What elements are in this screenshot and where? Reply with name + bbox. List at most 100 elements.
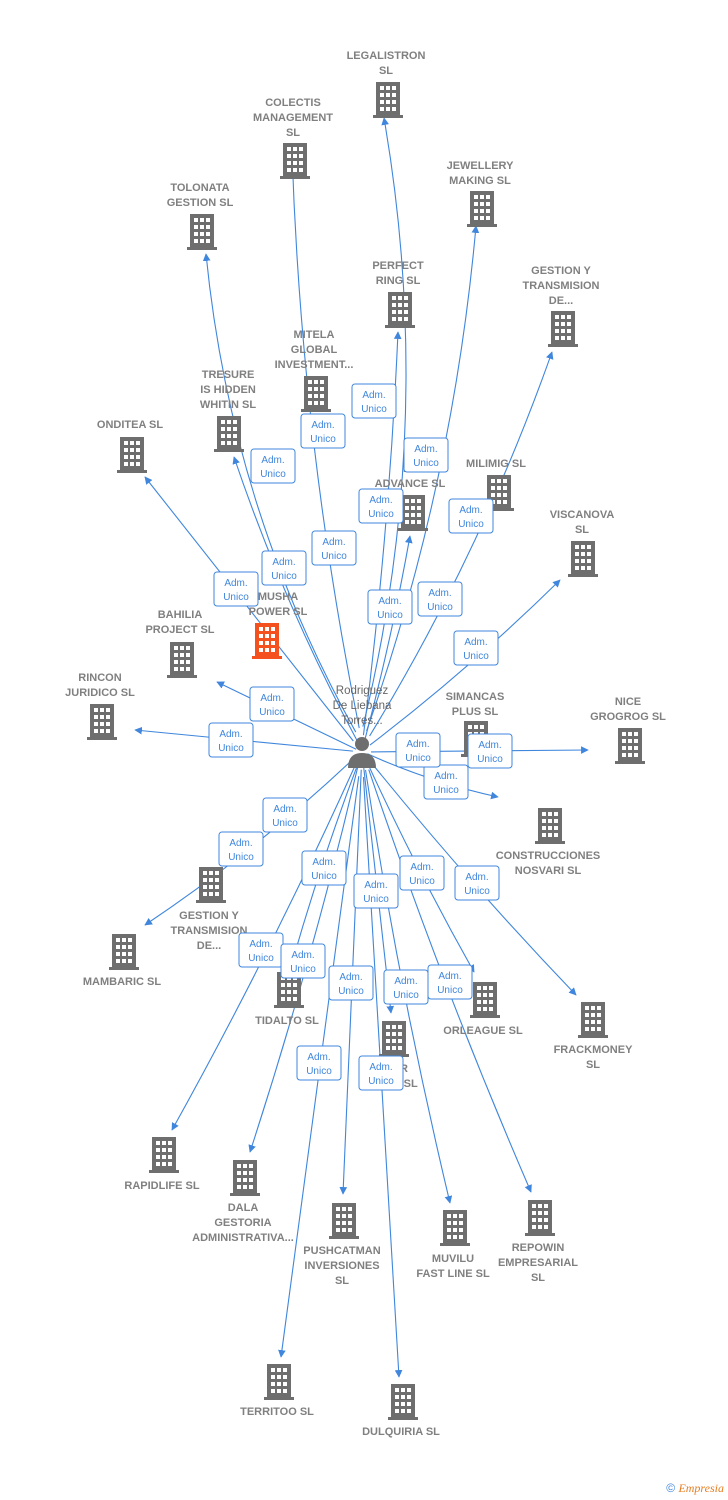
badge-role-line2: Unico <box>272 818 298 829</box>
company-node-dala[interactable]: DALAGESTORIAADMINISTRATIVA... <box>192 1160 294 1244</box>
building-icon <box>264 1364 294 1400</box>
company-name-line: LEGALISTRON <box>347 50 426 62</box>
role-badge: Adm.Unico <box>417 581 463 617</box>
badge-box <box>213 571 259 607</box>
company-node-rincon[interactable]: RINCON JURIDICO SL <box>65 672 135 740</box>
building-icon <box>385 292 415 328</box>
edge-tolonata <box>202 253 357 733</box>
company-name-line: SL <box>286 127 300 139</box>
building-icon <box>301 376 331 412</box>
company-name-line: TOLONATA <box>170 182 229 194</box>
company-name-line: MUVILU <box>432 1253 474 1265</box>
company-name-line: INVERSIONES <box>304 1260 379 1272</box>
building-icon <box>187 214 217 250</box>
company-name-line: COLECTIS <box>265 97 321 109</box>
role-badge: Adm.Unico <box>213 571 259 607</box>
badge-role-line1: Adm. <box>369 495 392 506</box>
badge-role-line2: Unico <box>271 571 297 582</box>
company-name-line: BAHILIA <box>158 609 203 621</box>
badge-role-line1: Adm. <box>438 971 461 982</box>
company-name-line: SL <box>335 1275 349 1287</box>
company-name-line: SL <box>531 1272 545 1284</box>
company-name-line: FRACKMONEY <box>554 1044 633 1056</box>
role-badge: Adm.Unico <box>427 964 473 1000</box>
badge-role-line1: Adm. <box>464 637 487 648</box>
company-node-onditea[interactable]: ONDITEA SL <box>97 419 163 473</box>
badge-role-line1: Adm. <box>378 596 401 607</box>
badge-role-line1: Adm. <box>322 537 345 548</box>
badge-box <box>262 797 308 833</box>
company-name-line: JURIDICO SL <box>65 687 135 699</box>
badge-role-line1: Adm. <box>410 862 433 873</box>
badge-role-line1: Adm. <box>428 588 451 599</box>
building-icon <box>440 1210 470 1246</box>
company-name-line: RING SL <box>376 275 421 287</box>
badge-role-line1: Adm. <box>291 950 314 961</box>
role-badge: Adm.Unico <box>367 589 413 625</box>
company-name-line: MUSHA <box>258 591 298 603</box>
role-badges: Adm.UnicoAdm.UnicoAdm.UnicoAdm.UnicoAdm.… <box>208 383 513 1091</box>
badge-role-line2: Unico <box>338 986 364 997</box>
company-name-line: GESTION SL <box>167 197 234 209</box>
role-badge: Adm.Unico <box>454 865 500 901</box>
building-icon <box>548 311 578 347</box>
role-badge: Adm.Unico <box>262 797 308 833</box>
company-node-territoo[interactable]: TERRITOO SL <box>240 1364 314 1418</box>
badge-role-line1: Adm. <box>434 771 457 782</box>
badge-box <box>423 764 469 800</box>
badge-box <box>300 413 346 449</box>
copyright-icon: © <box>666 1481 676 1495</box>
building-icon <box>373 82 403 118</box>
building-icon <box>109 934 139 970</box>
company-name-line: GLOBAL <box>291 344 338 356</box>
badge-role-line2: Unico <box>223 592 249 603</box>
edge-tresure <box>232 456 358 741</box>
person-name-line: Rodriguez <box>336 685 389 697</box>
company-name-line: RINCON <box>78 672 121 684</box>
company-node-gestion1[interactable]: GESTION YTRANSMISIONDE... <box>523 265 600 347</box>
badge-box <box>367 589 413 625</box>
badge-role-line1: Adm. <box>394 976 417 987</box>
company-node-mitela[interactable]: MITELAGLOBALINVESTMENT... <box>275 329 354 412</box>
company-node-orleague[interactable]: ORLEAGUE SL <box>443 982 523 1037</box>
company-node-gestion2[interactable]: GESTION YTRANSMISIONDE... <box>171 867 248 952</box>
company-node-tidalto[interactable]: TIDALTO SL <box>255 972 319 1027</box>
badge-role-line1: Adm. <box>312 857 335 868</box>
role-badge: Adm. Unico <box>261 550 307 586</box>
company-name-line: SIMANCAS <box>446 691 505 703</box>
badge-box <box>399 855 445 891</box>
company-name-line: DULQUIRIA SL <box>362 1426 440 1438</box>
edge-gestion1 <box>369 351 554 737</box>
badge-role-line1: Adm. <box>272 557 295 568</box>
badge-role-line2: Unico <box>259 707 285 718</box>
badge-role-line1: Adm. <box>229 838 252 849</box>
edge-fe <box>363 535 413 744</box>
brand-logo[interactable]: Empresia <box>678 1481 724 1495</box>
company-node-dulquiria[interactable]: DULQUIRIA SL <box>362 1384 440 1438</box>
company-node-milimig[interactable]: MILIMIG SL <box>466 458 526 511</box>
badge-box <box>453 630 499 666</box>
role-badge: Adm.Unico <box>395 732 441 768</box>
company-name-line: ADVANCE SL <box>375 478 446 490</box>
company-name-line: TRANSMISION <box>523 280 600 292</box>
badge-role-line1: Adm. <box>364 880 387 891</box>
company-node-mambaric[interactable]: MAMBARIC SL <box>83 934 161 988</box>
company-node-rapidlife[interactable]: RAPIDLIFE SL <box>124 1137 200 1192</box>
company-node-tolonata[interactable]: TOLONATA GESTION SL <box>167 182 234 250</box>
